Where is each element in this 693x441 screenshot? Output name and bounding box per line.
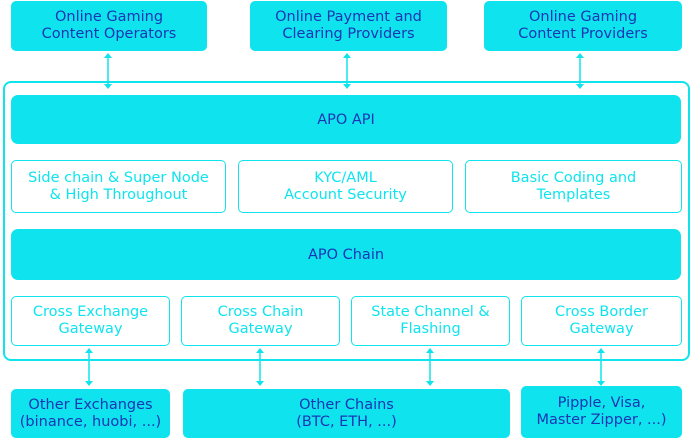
node-label-line-2: Flashing bbox=[400, 321, 461, 337]
node-label-line-1: Pipple, Visa, bbox=[557, 395, 646, 411]
node-payment-networks[interactable]: Pipple, Visa, Master Zipper, ...) bbox=[521, 386, 682, 438]
node-label-line-1: Online Payment and bbox=[275, 9, 422, 25]
node-label-line-2: Gateway bbox=[228, 321, 293, 337]
node-label-line-2: Account Security bbox=[284, 186, 407, 203]
node-label-line-2: Content Providers bbox=[518, 26, 648, 42]
node-basic-coding-templates[interactable]: Basic Coding and Templates bbox=[465, 160, 682, 213]
node-label-line-1: State Channel & bbox=[371, 304, 490, 320]
node-online-gaming-content-providers[interactable]: Online Gaming Content Providers bbox=[484, 1, 682, 51]
node-label-line-1: Online Gaming bbox=[54, 9, 164, 25]
node-state-channel-flashing[interactable]: State Channel & Flashing bbox=[351, 296, 510, 346]
node-other-chains[interactable]: Other Chains (BTC, ETH, ...) bbox=[183, 389, 510, 438]
node-cross-chain-gateway[interactable]: Cross Chain Gateway bbox=[181, 296, 340, 346]
node-sidechain-super-node[interactable]: Side chain & Super Node & High Throughou… bbox=[11, 160, 226, 213]
connector-chain-gateway bbox=[253, 347, 267, 387]
node-label-line-1: Online Gaming bbox=[528, 9, 638, 25]
connector-exchange-gateway bbox=[82, 347, 96, 387]
connector-payment-api bbox=[340, 52, 354, 90]
node-label-line-1: KYC/AML bbox=[314, 169, 377, 186]
node-other-exchanges[interactable]: Other Exchanges (binance, huobi, ...) bbox=[11, 389, 170, 438]
node-label-line-1: Basic Coding and bbox=[510, 169, 637, 186]
node-label-line-2: Clearing Providers bbox=[282, 26, 415, 42]
node-label-line-1: Other Exchanges bbox=[28, 396, 153, 413]
node-label-line-1: Cross Exchange bbox=[32, 304, 149, 320]
connector-providers-api bbox=[573, 52, 587, 90]
node-online-payment-clearing[interactable]: Online Payment and Clearing Providers bbox=[250, 1, 447, 51]
node-label-line-1: Cross Border bbox=[555, 304, 648, 320]
node-label-line-1: Other Chains bbox=[299, 396, 394, 413]
node-label-line-2: Gateway bbox=[569, 321, 634, 337]
connector-border-gateway bbox=[594, 347, 608, 387]
node-online-gaming-content-operators[interactable]: Online Gaming Content Operators bbox=[11, 1, 207, 51]
node-label-line-1: Side chain & Super Node bbox=[28, 169, 209, 186]
node-label-line-2: Templates bbox=[536, 186, 611, 203]
node-label-line-2: Gateway bbox=[58, 321, 123, 337]
node-label-line-2: & High Throughout bbox=[49, 186, 188, 203]
connector-state-channel bbox=[423, 347, 437, 387]
node-label-line-1: Cross Chain bbox=[217, 304, 304, 320]
node-label-line-2: (BTC, ETH, ...) bbox=[296, 413, 397, 430]
node-label-line-2: Master Zipper, ...) bbox=[536, 412, 667, 428]
node-cross-border-gateway[interactable]: Cross Border Gateway bbox=[521, 296, 682, 346]
node-label-line-2: Content Operators bbox=[41, 26, 177, 42]
apo-api-band[interactable]: APO API bbox=[11, 95, 681, 144]
apo-chain-band[interactable]: APO Chain bbox=[11, 229, 681, 280]
node-kyc-aml[interactable]: KYC/AML Account Security bbox=[238, 160, 453, 213]
connector-operators-api bbox=[101, 52, 115, 90]
node-label-line-2: (binance, huobi, ...) bbox=[19, 413, 162, 430]
apo-chain-label: APO Chain bbox=[307, 246, 385, 263]
node-cross-exchange-gateway[interactable]: Cross Exchange Gateway bbox=[11, 296, 170, 346]
apo-api-label: APO API bbox=[317, 111, 375, 128]
